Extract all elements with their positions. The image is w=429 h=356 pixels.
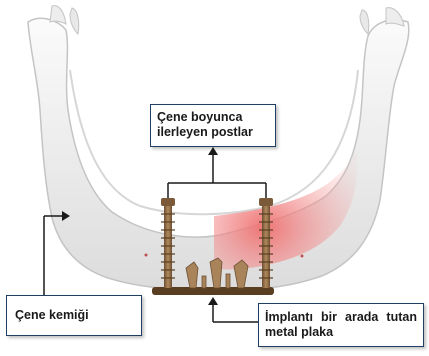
plate-word-4: tutan bbox=[386, 310, 417, 325]
posts-arrowhead bbox=[208, 147, 218, 155]
plate-label-line1: İmplantı bir arada tutan bbox=[265, 310, 417, 325]
plate-pointer bbox=[213, 302, 258, 322]
plate-word-1: İmplantı bbox=[265, 310, 313, 325]
posts-label-box: Çene boyunca ilerleyen postlar bbox=[150, 104, 276, 147]
bone-dot-right bbox=[301, 255, 304, 258]
plate-word-3: arada bbox=[345, 310, 378, 325]
plate-label-box: İmplantı bir arada tutan metal plaka bbox=[258, 303, 424, 347]
plate-word-2: bir bbox=[321, 310, 337, 325]
right-coronoid bbox=[360, 10, 369, 34]
left-condyle bbox=[50, 6, 66, 24]
bone-dot-left bbox=[145, 254, 148, 257]
jaw-bone-label: Çene kemiği bbox=[15, 308, 133, 323]
jaw-bone-label-box: Çene kemiği bbox=[6, 295, 142, 336]
posts-label-line1: Çene boyunca bbox=[157, 110, 269, 125]
right-condyle bbox=[386, 8, 404, 26]
posts-pointer bbox=[168, 150, 266, 198]
posts-label-line2: ilerleyen postlar bbox=[157, 125, 269, 140]
metal-plate bbox=[152, 287, 274, 295]
left-coronoid bbox=[70, 8, 79, 34]
plate-arrowhead bbox=[208, 297, 218, 305]
plate-label-line2: metal plaka bbox=[265, 325, 417, 340]
